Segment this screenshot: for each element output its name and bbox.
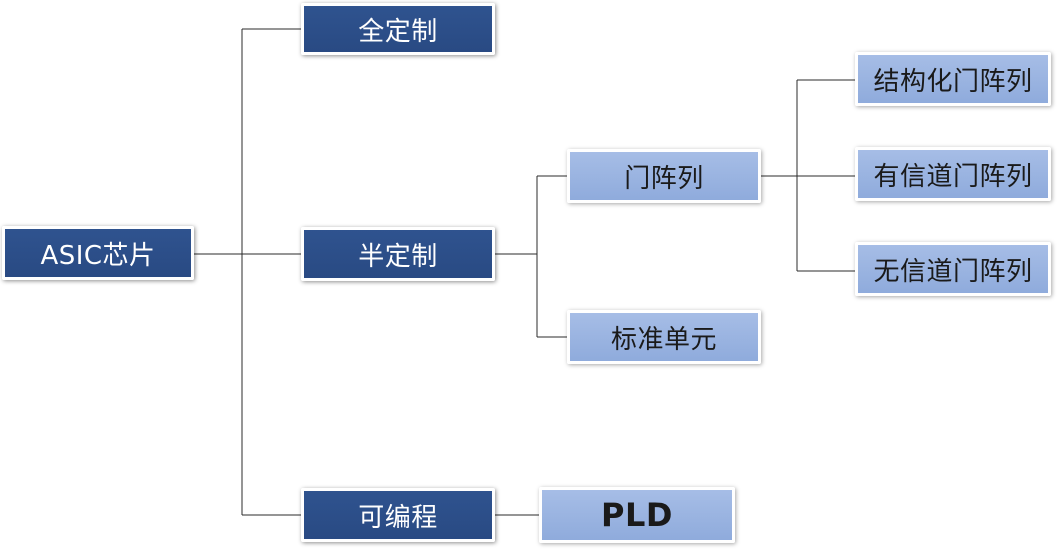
node-structured-gate-array: 结构化门阵列 [855,52,1051,106]
node-channelless-gate-array: 无信道门阵列 [855,242,1051,296]
node-standard-cell: 标准单元 [567,310,761,364]
node-full-custom: 全定制 [301,3,495,55]
node-gate-array: 门阵列 [567,149,761,203]
node-pld: PLD [539,487,735,543]
node-programmable: 可编程 [301,488,495,542]
node-channeled-gate-array: 有信道门阵列 [855,147,1051,201]
node-asic-chip: ASIC芯片 [2,226,194,280]
node-semi-custom: 半定制 [301,227,495,281]
